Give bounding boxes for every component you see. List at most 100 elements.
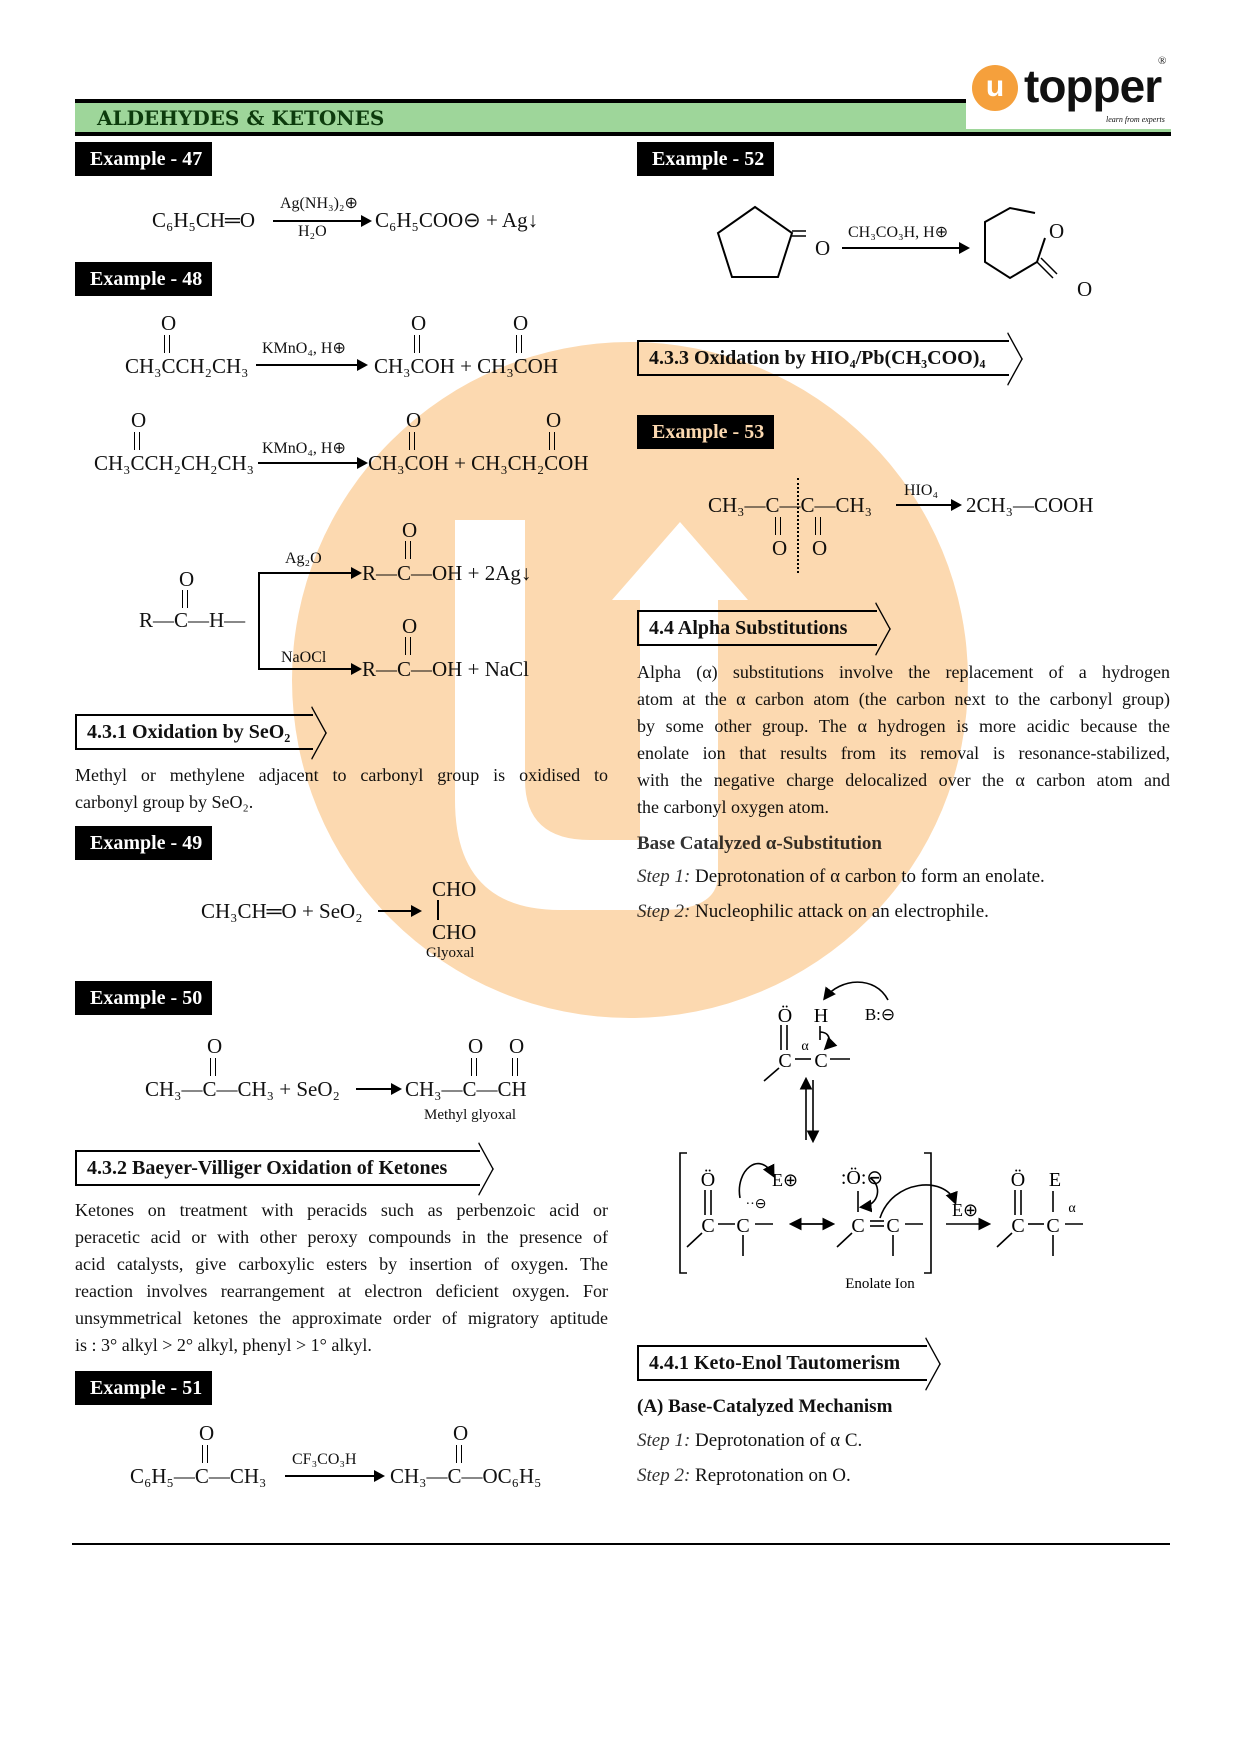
section-heading-431: 4.3.1 Oxidation by SeO₂: [75, 714, 313, 750]
carbonyl-oxygen: O: [812, 536, 828, 560]
step-1: Step 1: Deprotonation of α carbon to for…: [637, 866, 1045, 888]
product: R—C—OH + NaCl: [362, 657, 530, 681]
reaction-arrow: [256, 359, 368, 371]
carbon-atom: C: [886, 1215, 899, 1237]
reactant: CH₃CCH₂CH₂CH₃: [94, 451, 254, 475]
text-line: enolate ion that results from its remova…: [637, 743, 1170, 763]
hydrogen-atom: H: [814, 1005, 828, 1027]
step-label: Step 2:: [637, 1465, 691, 1486]
reaction-arrow: [378, 905, 422, 917]
double-bond: [516, 335, 522, 353]
carbon-atom: C: [778, 1050, 791, 1072]
example-51-label: Example - 51: [75, 1371, 212, 1405]
reactant: R—C—H—: [139, 608, 246, 632]
chapter-title: ALDEHYDES & KETONES: [97, 106, 385, 130]
logo-mark-icon: u: [972, 65, 1018, 111]
step-1: Step 1: Deprotonation of α C.: [637, 1430, 862, 1452]
double-bond: [775, 517, 781, 535]
double-bond: [471, 1058, 477, 1076]
electrophile: E⊕: [952, 1200, 978, 1220]
carbonyl-oxygen: O: [161, 311, 177, 335]
carbonyl-oxygen: O: [179, 567, 195, 591]
double-bond: [134, 432, 140, 450]
enolate-oxygen: :Ö:⊖: [841, 1166, 883, 1189]
electrophile-atom: E: [1049, 1169, 1061, 1191]
alpha-substitution-mechanism: Ö H B:⊖ C C α Ö C C ··⊖ E⊕ :Ö:⊖ C C Enol…: [679, 981, 1083, 1292]
logo-text: topper: [1024, 60, 1162, 112]
double-bond: [210, 1058, 216, 1076]
cleavage-line: [797, 478, 799, 573]
reactant: C₆H₅CH═O: [152, 208, 256, 232]
text-line: acid catalysts, give carboxylic esters b…: [75, 1254, 608, 1274]
section-heading-44: 4.4 Alpha Substitutions: [637, 610, 877, 646]
cyclopentanone-structure: [716, 205, 806, 278]
reagent: KMnO₄, H⊕: [262, 440, 346, 457]
double-bond: [409, 432, 415, 450]
carbanion-charge: ··⊖: [745, 1197, 766, 1212]
branch-line: [258, 572, 260, 669]
product: CH₃—C—CH: [405, 1077, 527, 1101]
base: B:⊖: [865, 1005, 895, 1024]
alpha-label: α: [1068, 1201, 1076, 1216]
example-49-label: Example - 49: [75, 826, 212, 860]
text-line: with the negative charge delocalized ove…: [637, 770, 1170, 790]
logo-registered: ®: [1158, 55, 1167, 67]
double-bond: [549, 432, 555, 450]
step-text: Reprotonation on O.: [690, 1465, 851, 1486]
lactone-structure: [984, 206, 1058, 280]
product: CH₃—C—OC₆H₅: [390, 1464, 542, 1488]
section-heading-432: 4.3.2 Baeyer-Villiger Oxidation of Keton…: [75, 1150, 480, 1186]
carbonyl-oxygen: O: [131, 408, 147, 432]
text-line: peracetic acid or with other peroxy comp…: [75, 1227, 608, 1247]
reagent: CH₃CO₃H, H⊕: [848, 224, 949, 241]
step-text: Deprotonation of α carbon to form an eno…: [690, 866, 1045, 887]
step-text: Nucleophilic attack on an electrophile.: [690, 901, 989, 922]
step-text: Deprotonation of α C.: [690, 1430, 863, 1451]
text-line: Alpha (α) substitutions involve the repl…: [637, 662, 1170, 682]
alpha-label: α: [801, 1039, 809, 1054]
reactant: CH₃—C—C—CH₃: [708, 493, 873, 517]
single-bond: [437, 900, 439, 920]
product-name: Methyl glyoxal: [424, 1107, 517, 1123]
product-name: Glyoxal: [426, 945, 475, 961]
text-line: by some other group. The α hydrogen is m…: [637, 716, 1170, 736]
reagent: CF₃CO₃H: [292, 1451, 357, 1468]
footer-divider: [72, 1543, 1170, 1545]
electrophile: E⊕: [772, 1170, 798, 1190]
double-bond: [456, 1445, 462, 1463]
carbonyl-oxygen: O: [772, 536, 788, 560]
carbonyl-oxygen: O: [1077, 277, 1093, 301]
text-line: unsymmetrical ketones the approximate or…: [75, 1308, 608, 1328]
reaction-arrow: [258, 567, 362, 579]
reagent: KMnO₄, H⊕: [262, 340, 346, 357]
reaction-arrow: [356, 1083, 402, 1095]
text-line: Methyl or methylene adjacent to carbonyl…: [75, 765, 608, 785]
section-heading-441: 4.4.1 Keto-Enol Tautomerism: [637, 1345, 927, 1381]
reactant: CH₃—C—CH₃ + SeO₂: [145, 1077, 340, 1101]
double-bond: [164, 335, 170, 353]
text-line: atom at the α carbon atom (the carbon ne…: [637, 689, 1170, 709]
double-bond: [414, 335, 420, 353]
example-52-label: Example - 52: [637, 142, 774, 176]
step-label: Step 2:: [637, 901, 691, 922]
subheading: Base Catalyzed α-Substitution: [637, 833, 882, 854]
double-bond: [202, 1445, 208, 1463]
reactant: CH₃CH═O + SeO₂: [201, 899, 363, 923]
carbonyl-oxygen: O: [411, 311, 427, 335]
alpha-carbon: C: [1046, 1215, 1059, 1237]
ring-oxygen: O: [1049, 219, 1065, 243]
carbonyl-oxygen: O: [453, 1421, 469, 1445]
oxygen-atom: Ö: [1011, 1168, 1025, 1191]
section-heading-433: 4.3.3 Oxidation by HIO₄/Pb(CH₃COO)₄: [637, 340, 1009, 376]
double-bond: [815, 517, 821, 535]
paragraph-431: Methyl or methylene adjacent to carbonyl…: [75, 762, 608, 816]
text-line: the carbonyl oxygen atom.: [637, 797, 829, 817]
product: R—C—OH + 2Ag↓: [362, 561, 532, 585]
step-2: Step 2: Nucleophilic attack on an electr…: [637, 901, 989, 923]
double-bond: [405, 637, 411, 655]
reaction-arrow: [896, 499, 962, 511]
reactant: CH₃CCH₂CH₃: [125, 354, 249, 378]
text-line: reaction involves rearrangement at elect…: [75, 1281, 608, 1301]
example-48-label: Example - 48: [75, 262, 212, 296]
example-47-label: Example - 47: [75, 142, 212, 176]
